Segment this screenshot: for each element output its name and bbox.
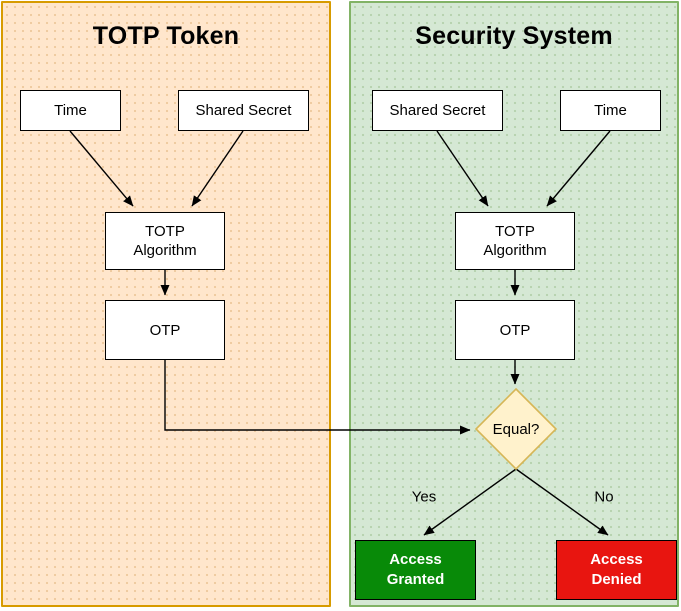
left-otp-node: OTP bbox=[105, 300, 225, 360]
left-shared-secret-node: Shared Secret bbox=[178, 90, 309, 131]
right-shared-secret-node: Shared Secret bbox=[372, 90, 503, 131]
diamond-shape bbox=[475, 388, 557, 470]
left-time-node: Time bbox=[20, 90, 121, 131]
yes-branch-label: Yes bbox=[411, 488, 437, 506]
equal-decision-label: Equal? bbox=[492, 420, 540, 438]
left-otp-label: OTP bbox=[149, 321, 181, 339]
right-shared-secret-label: Shared Secret bbox=[389, 102, 486, 119]
left-totp-algorithm-label: TOTP Algorithm bbox=[133, 223, 197, 259]
equal-decision-node: Equal? bbox=[475, 388, 557, 470]
no-branch-label: No bbox=[594, 488, 614, 506]
left-time-label: Time bbox=[54, 102, 87, 119]
left-shared-secret-label: Shared Secret bbox=[195, 102, 292, 119]
right-time-label: Time bbox=[594, 102, 627, 119]
access-granted-node: Access Granted bbox=[355, 540, 476, 600]
right-totp-algorithm-node: TOTP Algorithm bbox=[455, 212, 575, 270]
right-otp-label: OTP bbox=[499, 321, 531, 339]
left-totp-algorithm-node: TOTP Algorithm bbox=[105, 212, 225, 270]
security-system-panel-title: Security System bbox=[415, 22, 613, 50]
access-denied-node: Access Denied bbox=[556, 540, 677, 600]
access-denied-label: Access Denied bbox=[590, 551, 643, 588]
right-time-node: Time bbox=[560, 90, 661, 131]
access-granted-label: Access Granted bbox=[386, 551, 445, 588]
totp-token-panel-title: TOTP Token bbox=[92, 22, 240, 50]
right-otp-node: OTP bbox=[455, 300, 575, 360]
right-totp-algorithm-label: TOTP Algorithm bbox=[483, 223, 547, 259]
